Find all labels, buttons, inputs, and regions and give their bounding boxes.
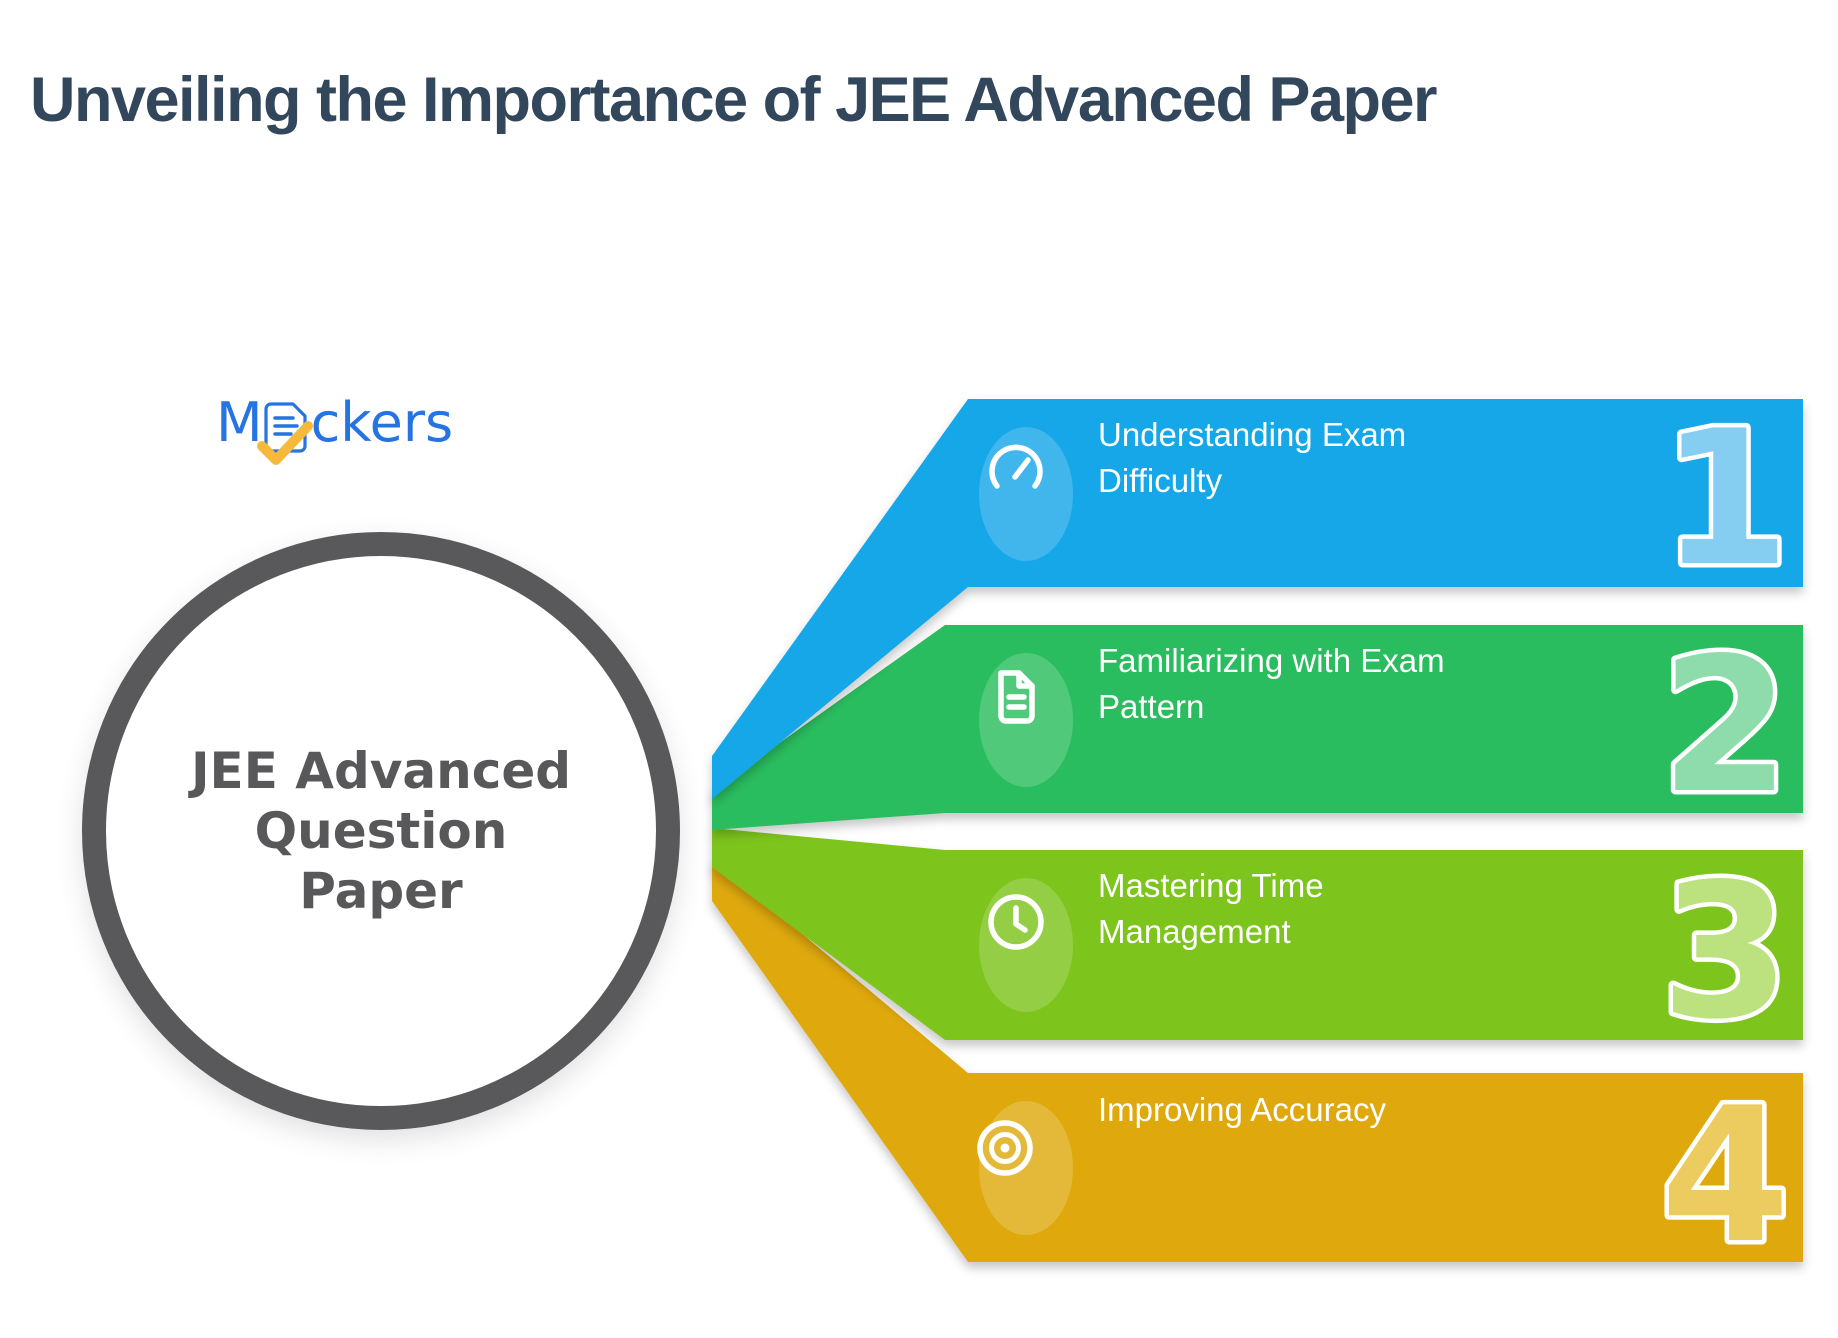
file-text-icon (998, 670, 1035, 724)
central-topic-line-1: JEE Advanced (190, 742, 572, 800)
logo-text-after: ckers (310, 391, 454, 454)
central-topic-label: JEE Advanced Question Paper (191, 741, 571, 921)
step-1-title-line-1: Understanding Exam (1098, 416, 1407, 453)
target-icon (977, 1120, 1033, 1176)
page-title: Unveiling the Importance of JEE Advanced… (30, 65, 1438, 135)
central-topic-line-3: Paper (299, 862, 463, 920)
step-number-2: 2 (1661, 617, 1790, 834)
step-2-title: Familiarizing with Exam Pattern (1098, 638, 1528, 730)
clock-icon (988, 894, 1044, 950)
step-number-1: 1 (1661, 390, 1790, 607)
banner-shape-3 (712, 828, 1803, 1040)
step-3-title-line-2: Management (1098, 913, 1291, 950)
brand-logo: M ckers (216, 394, 453, 466)
step-3-title-line-1: Mastering Time (1098, 867, 1324, 904)
step-number-3: 3 (1661, 843, 1790, 1060)
step-1-title: Understanding Exam Difficulty (1098, 412, 1528, 504)
step-4-title-line-1: Improving Accuracy (1098, 1091, 1386, 1128)
banner-shape-2 (712, 625, 1803, 830)
central-topic-line-2: Question (254, 802, 508, 860)
gauge-icon (989, 444, 1043, 489)
step-3-title: Mastering Time Management (1098, 863, 1528, 955)
step-4-title: Improving Accuracy (1098, 1087, 1528, 1133)
central-topic-circle: JEE Advanced Question Paper (82, 532, 680, 1130)
step-2-title-line-1: Familiarizing with Exam (1098, 642, 1445, 679)
step-1-title-line-2: Difficulty (1098, 462, 1223, 499)
step-number-4: 4 (1661, 1067, 1790, 1284)
document-check-icon (256, 394, 313, 465)
logo-text-before: M (216, 391, 263, 454)
step-2-title-line-2: Pattern (1098, 688, 1205, 725)
banner-shape-1 (712, 399, 1803, 799)
icon-backdrop-1 (979, 427, 1073, 561)
